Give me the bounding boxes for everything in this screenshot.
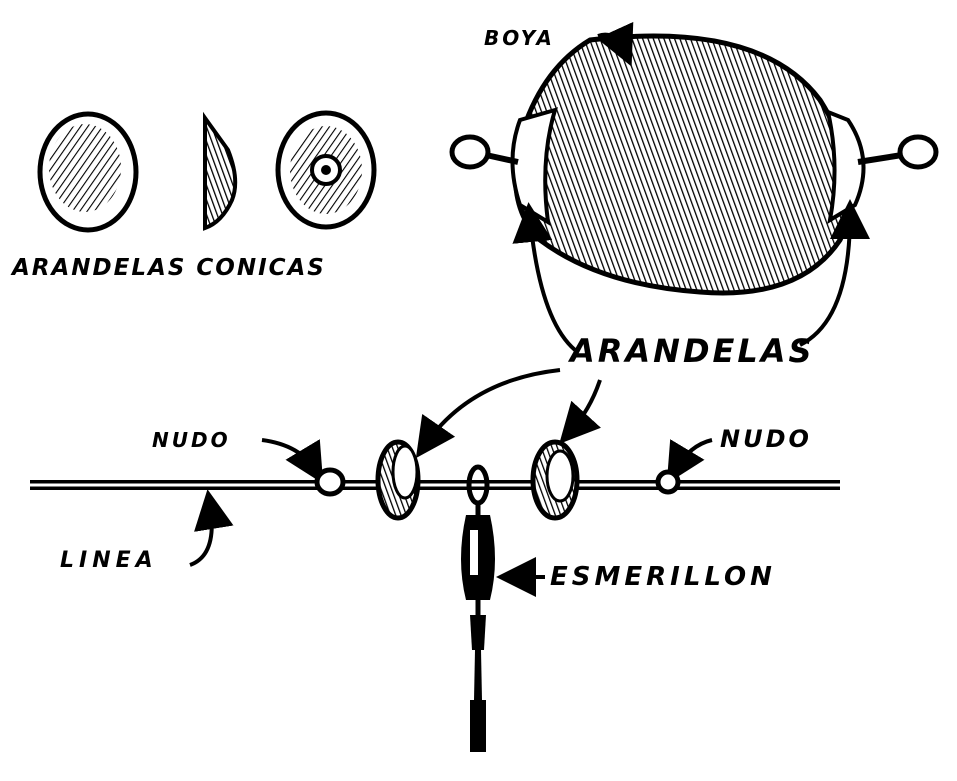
conical-washer-side [203, 111, 238, 231]
label-nudo-left: NUDO [152, 428, 231, 452]
label-esmerillon: ESMERILLON [550, 562, 776, 592]
label-boya: BOYA [484, 26, 555, 50]
label-linea: LINEA [60, 548, 158, 573]
knot-right [655, 469, 681, 495]
washer-left [375, 439, 421, 521]
buoy [449, 33, 939, 296]
swivel [461, 464, 495, 752]
knot-left [314, 467, 346, 497]
pointer-arrows [189, 21, 870, 597]
conical-washer-back [275, 110, 377, 230]
washer-right [530, 439, 580, 521]
conical-washer-front [37, 111, 139, 233]
label-arandelas: ARANDELAS [570, 332, 815, 370]
label-arandelas-conicas: ARANDELAS CONICAS [12, 255, 326, 281]
label-nudo-right: NUDO [720, 425, 812, 453]
